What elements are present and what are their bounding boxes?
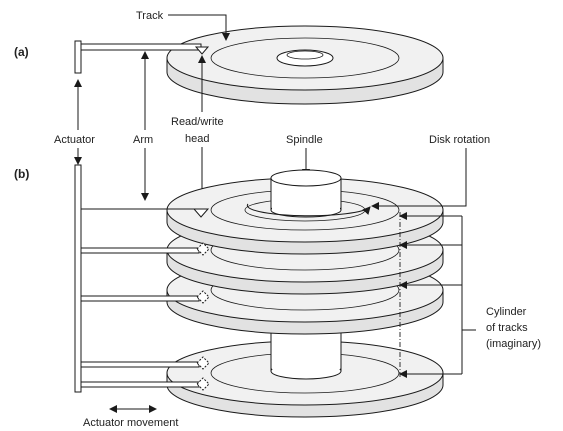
cylinder-label-line3: (imaginary)	[486, 338, 541, 350]
actuator-b	[74, 164, 82, 393]
panel-b-label: (b)	[14, 167, 29, 181]
rotation-arrow	[246, 203, 371, 217]
spindle-hole-a	[276, 49, 334, 67]
arm-a	[80, 43, 202, 51]
cylinder-label-line1: Cylinder	[486, 306, 527, 318]
disk-rotation-label: Disk rotation	[429, 134, 490, 146]
read-write-head-label-line2: head	[185, 133, 209, 145]
track-a-outer	[210, 37, 400, 79]
arms-b	[80, 208, 200, 388]
cylinder-callout	[399, 212, 476, 378]
platter-a	[166, 25, 444, 105]
read-write-head-label-line1: Read/write	[171, 116, 224, 128]
spindle-label: Spindle	[286, 134, 323, 146]
panel-a-label: (a)	[14, 45, 29, 59]
read-write-head-a	[194, 46, 210, 55]
actuator-movement-label: Actuator movement	[83, 417, 178, 429]
actuator-label: Actuator	[54, 134, 95, 146]
heads-b	[192, 208, 210, 391]
cylinder-label-line2: of tracks	[486, 322, 528, 334]
spindle-top	[270, 169, 342, 218]
track-label: Track	[136, 10, 164, 22]
actuator-a	[74, 40, 82, 74]
arm-label: Arm	[133, 134, 153, 146]
track-callout: Track	[136, 10, 230, 41]
disk-rotation-callout	[371, 148, 467, 210]
